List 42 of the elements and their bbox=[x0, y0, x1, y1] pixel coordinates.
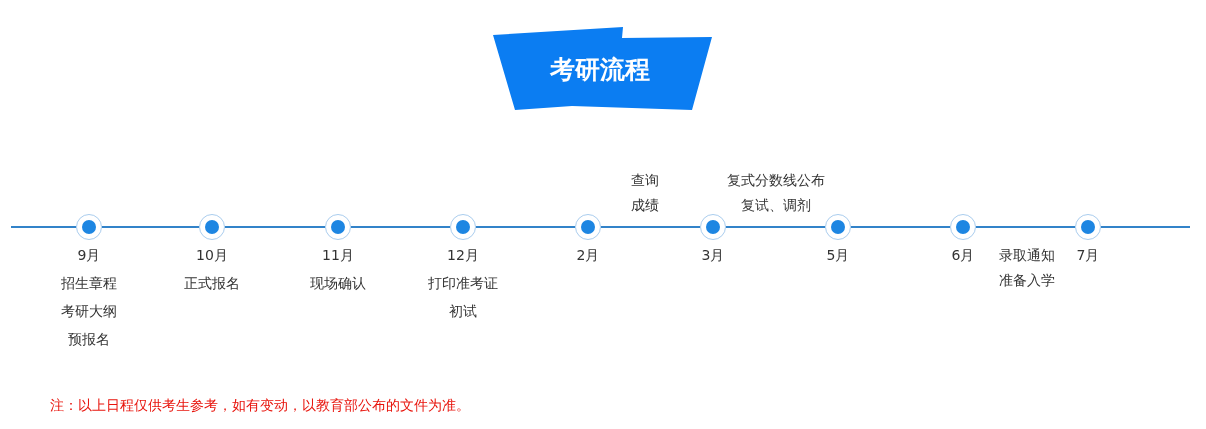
footnote: 注：以上日程仅供考生参考，如有变动，以教育部公布的文件为准。 bbox=[50, 396, 470, 415]
milestone-dot bbox=[449, 213, 477, 241]
timeline-line bbox=[975, 226, 1076, 228]
month-label: 11月 bbox=[322, 246, 354, 265]
milestone-dot bbox=[198, 213, 226, 241]
month-label: 7月 bbox=[1076, 246, 1100, 265]
month-label: 10月 bbox=[196, 246, 228, 265]
event-label: 复式分数线公布 bbox=[727, 171, 825, 190]
milestone-event: 初试 bbox=[449, 302, 477, 321]
month-label: 5月 bbox=[826, 246, 850, 265]
milestone-dot bbox=[699, 213, 727, 241]
milestone-dot bbox=[574, 213, 602, 241]
timeline-line bbox=[10, 226, 77, 228]
month-label: 6月 bbox=[951, 246, 975, 265]
month-label: 12月 bbox=[447, 246, 479, 265]
event-label: 准备入学 bbox=[999, 271, 1055, 290]
milestone-dot bbox=[824, 213, 852, 241]
milestone-event: 考研大纲 bbox=[61, 302, 117, 321]
milestone-dot bbox=[324, 213, 352, 241]
event-label: 复试、调剂 bbox=[741, 196, 811, 215]
milestone-event: 现场确认 bbox=[310, 274, 366, 293]
milestone-dot bbox=[75, 213, 103, 241]
timeline-line bbox=[600, 226, 701, 228]
milestone-dot bbox=[949, 213, 977, 241]
timeline-line bbox=[224, 226, 326, 228]
milestone-event: 正式报名 bbox=[184, 274, 240, 293]
month-label: 3月 bbox=[701, 246, 725, 265]
milestone-event: 招生章程 bbox=[61, 274, 117, 293]
event-label: 查询成绩 bbox=[630, 170, 660, 215]
event-label: 录取通知 bbox=[999, 246, 1055, 265]
title-text: 考研流程 bbox=[550, 55, 650, 85]
timeline-line bbox=[475, 226, 576, 228]
timeline-line bbox=[1100, 226, 1191, 228]
milestone-event: 打印准考证 bbox=[428, 274, 498, 293]
timeline-line bbox=[101, 226, 200, 228]
timeline-line bbox=[850, 226, 951, 228]
month-label: 9月 bbox=[77, 246, 101, 265]
milestone-event: 预报名 bbox=[68, 330, 110, 349]
milestone-dot bbox=[1074, 213, 1102, 241]
timeline-line bbox=[350, 226, 451, 228]
month-label: 2月 bbox=[576, 246, 600, 265]
timeline-line bbox=[725, 226, 826, 228]
